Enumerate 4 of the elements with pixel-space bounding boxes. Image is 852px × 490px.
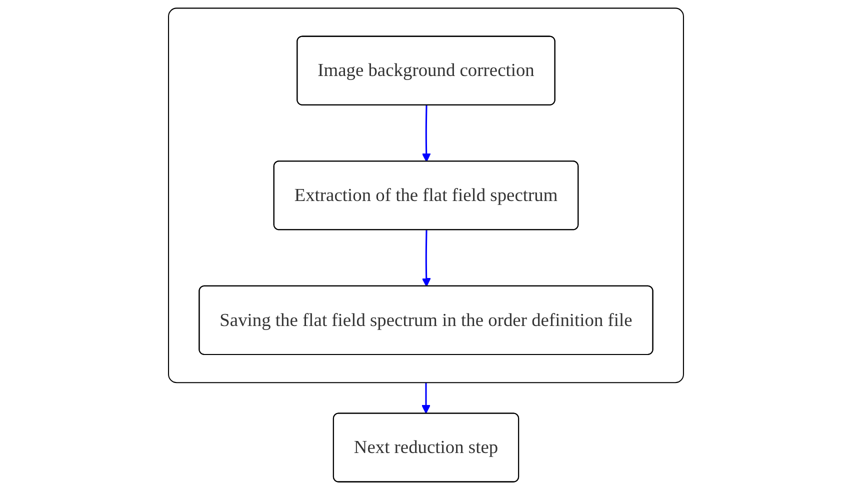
arrow: [422, 230, 431, 287]
cluster: [168, 8, 684, 384]
arrow: [422, 382, 430, 414]
arrow: [422, 105, 431, 162]
